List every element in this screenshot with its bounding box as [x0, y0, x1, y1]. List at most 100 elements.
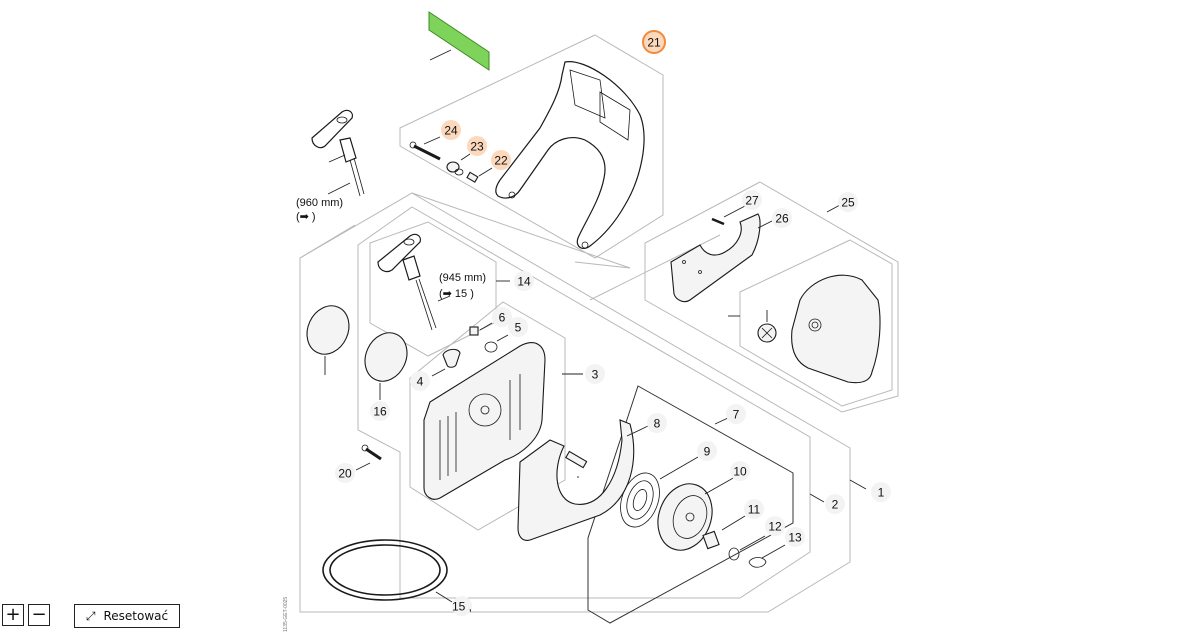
callout-14[interactable]: 14 — [514, 271, 534, 291]
callout-7[interactable]: 7 — [726, 404, 746, 424]
cover-plate-part-26[interactable] — [670, 213, 761, 303]
callout-26[interactable]: 26 — [772, 208, 792, 228]
callout-badge — [492, 307, 512, 327]
starter-grip-945-part[interactable] — [377, 233, 437, 331]
callout-label: 24 — [444, 124, 458, 138]
callout-10[interactable]: 10 — [730, 461, 750, 481]
group-outline-25-inner — [739, 239, 893, 407]
leader-line — [423, 136, 441, 145]
bolt-part-24[interactable] — [409, 141, 441, 161]
leader-line — [626, 425, 649, 437]
rope-rotor-part-10[interactable] — [649, 476, 721, 558]
disc-part[interactable] — [299, 299, 356, 361]
leader-line — [721, 515, 746, 531]
zoom-in-button[interactable]: + — [2, 604, 24, 626]
leader-line — [659, 456, 699, 480]
callout-badge — [647, 413, 667, 433]
callout-label: 16 — [373, 405, 387, 419]
bushing-part-6[interactable] — [469, 326, 479, 336]
group-outline-14 — [369, 221, 497, 357]
leader-line — [478, 167, 493, 177]
group-outline-21 — [399, 34, 664, 259]
callout-6[interactable]: 6 — [492, 307, 512, 327]
group-outline-25 — [644, 181, 899, 413]
callout-12[interactable]: 12 — [765, 516, 785, 536]
callout-label: 26 — [775, 212, 789, 226]
outline-line — [299, 224, 356, 259]
rope-ref-note-960: (➡ ) — [296, 211, 316, 223]
zoom-out-button[interactable]: − — [28, 604, 50, 626]
rewind-spring-part-9[interactable] — [614, 468, 667, 533]
callout-15[interactable]: 15 , — [452, 596, 472, 616]
callout-9[interactable]: 9 — [697, 441, 717, 461]
callout-label: 4 — [417, 375, 424, 389]
callout-badge — [491, 150, 511, 170]
callout-label: 8 — [654, 417, 661, 431]
washer-part-5[interactable] — [484, 341, 498, 353]
fan-housing-part-3[interactable] — [423, 342, 546, 500]
callout-21[interactable]: 21 — [642, 30, 666, 54]
callout-22[interactable]: 22 — [491, 150, 511, 170]
leader-line — [809, 493, 825, 503]
callout-badge — [730, 461, 750, 481]
callout-label: 21 — [647, 36, 661, 50]
warning-label-part[interactable] — [428, 11, 490, 71]
callout-label: 14 — [517, 275, 531, 289]
sleeve-part-23[interactable] — [446, 161, 464, 176]
washer-part-12[interactable] — [728, 547, 740, 561]
callout-1[interactable]: 1 — [871, 482, 891, 502]
callout-25[interactable]: 25 — [838, 192, 858, 212]
callout-badge — [441, 120, 461, 140]
leader-line — [761, 544, 786, 559]
callout-11[interactable]: 11 — [744, 499, 764, 519]
drawing-code-text: 1135-GET-0025 — [283, 596, 289, 632]
outline-line — [574, 261, 631, 269]
rope-guide-part-8[interactable] — [517, 419, 635, 541]
callout-label: 9 — [704, 445, 711, 459]
reset-view-button[interactable]: ⤢ Resetować — [74, 604, 180, 628]
leader-line — [849, 479, 867, 490]
callout-3[interactable]: 3 — [585, 364, 605, 384]
pawl-part-11[interactable] — [702, 530, 720, 550]
zoom-controls: + − — [2, 604, 50, 626]
callout-27[interactable]: 27 — [742, 190, 762, 210]
bolt-part-20[interactable] — [361, 444, 382, 461]
screw-part-27[interactable] — [711, 217, 725, 226]
callout-badge — [772, 208, 792, 228]
callout-16[interactable]: 16 — [370, 401, 390, 421]
hand-guard-part[interactable] — [495, 61, 645, 250]
callout-label: 6 — [499, 311, 506, 325]
leader-line — [757, 220, 773, 229]
callout-label: 13 — [788, 531, 802, 545]
callout-badge — [697, 441, 717, 461]
callout-13[interactable]: 13 — [785, 527, 805, 547]
callout-8[interactable]: 8 — [647, 413, 667, 433]
starter-grip-960-part[interactable] — [311, 109, 365, 197]
callout-badge — [514, 271, 534, 291]
callout-badge — [335, 463, 355, 483]
callout-20[interactable]: 20 — [335, 463, 355, 483]
leader-line — [460, 153, 471, 161]
nut-part-22[interactable] — [466, 171, 479, 183]
leader-line — [714, 417, 729, 425]
rope-length-note-960: (960 mm) — [296, 197, 343, 209]
callout-4[interactable]: 4 — [410, 371, 430, 391]
cap-part-4[interactable] — [442, 348, 461, 368]
callout-24[interactable]: 24 — [441, 120, 461, 140]
callout-badge — [744, 499, 764, 519]
leader-line — [496, 334, 509, 342]
callout-2[interactable]: 2 — [825, 494, 845, 514]
callout-5[interactable]: 5 — [508, 317, 528, 337]
rope-coil-part-15[interactable] — [322, 539, 448, 601]
rope-ref-note-945: (➡ 15 ) — [439, 288, 474, 300]
shroud-cover-part[interactable] — [791, 274, 881, 384]
callout-badge — [838, 192, 858, 212]
callout-badge — [765, 516, 785, 536]
leader-line — [355, 462, 371, 471]
disc-part-16[interactable] — [357, 326, 414, 388]
group-outline-3 — [409, 301, 566, 531]
knob-part[interactable] — [757, 323, 777, 343]
spring-clip-part-13[interactable] — [748, 557, 767, 568]
callout-23[interactable]: 23 — [467, 136, 487, 156]
